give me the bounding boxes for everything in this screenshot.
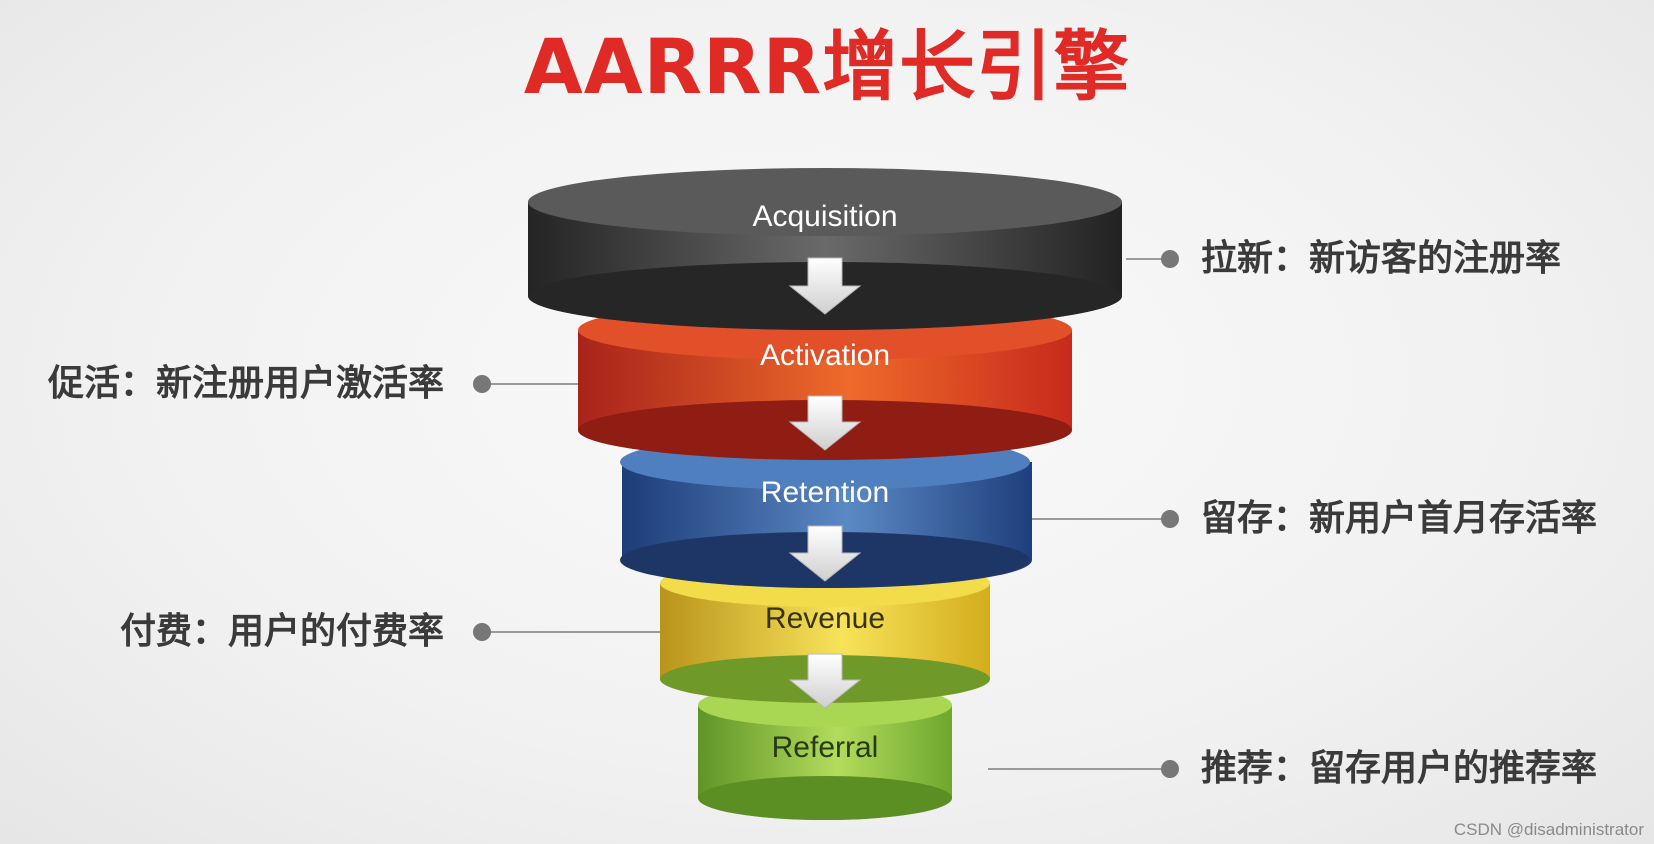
annotation-activation: 促活：新注册用户激活率	[47, 363, 444, 404]
stage-label-referral: Referral	[772, 731, 879, 764]
connector-referral	[988, 760, 1179, 778]
stage-label-revenue: Revenue	[765, 602, 885, 635]
down-arrow-icon	[788, 653, 862, 709]
stage-label-acquisition: Acquisition	[752, 200, 897, 233]
connector-retention	[1030, 510, 1179, 528]
down-arrow-icon	[788, 395, 862, 451]
stage-activation: Activation	[578, 300, 1072, 460]
page-title: AARRR增长引擎	[523, 22, 1131, 111]
connector-activation	[473, 375, 580, 393]
stage-label-activation: Activation	[760, 339, 890, 372]
annotation-referral: 推荐：留存用户的推荐率	[1201, 748, 1598, 789]
stage-referral: Referral	[698, 683, 952, 820]
annotation-revenue: 付费：用户的付费率	[119, 611, 444, 652]
connector-revenue	[473, 623, 662, 641]
down-arrow-icon	[788, 257, 862, 315]
annotation-retention: 留存：新用户首月存活率	[1201, 498, 1598, 539]
stage-label-retention: Retention	[761, 476, 889, 509]
annotation-acquisition: 拉新：新访客的注册率	[1201, 238, 1562, 279]
connector-acquisition	[1126, 250, 1179, 268]
down-arrow-icon	[788, 525, 862, 582]
stage-retention: Retention	[620, 434, 1032, 588]
watermark: CSDN @disadministrator	[1453, 820, 1644, 839]
